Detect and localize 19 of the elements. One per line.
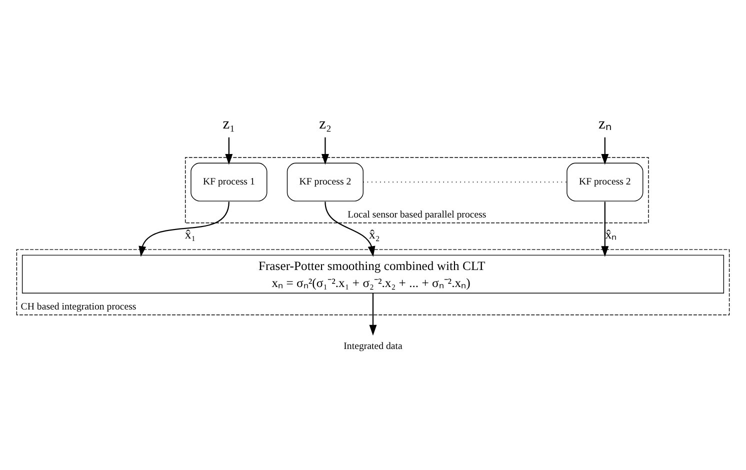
connector (362, 181, 568, 182)
node-box: Fraser-Potter smoothing combined with CLT xₙ = σₙ²(σ₁⁻².x₁ + σ₂⁻².x₂ + ... + σₙ⁻².xₙ) (22, 254, 724, 293)
arrow (369, 292, 377, 336)
arrow (601, 136, 609, 164)
edge-label: x̂ₙ (605, 227, 617, 242)
arrow (138, 201, 230, 256)
edge-label: x̂₁ (184, 227, 196, 242)
node-text: z₂ (319, 114, 332, 132)
arrow (321, 136, 329, 164)
node-box: KF process 2 (286, 162, 364, 201)
node-text: Integrated data (344, 340, 402, 352)
edge-label: x̂₂ (369, 227, 380, 242)
node-text: z₁ (222, 114, 236, 132)
node-box: KF process 2 (566, 162, 644, 201)
arrow (225, 136, 233, 164)
node-box: KF process 1 (190, 162, 268, 201)
arrow (601, 201, 609, 256)
arrow (324, 201, 376, 256)
node-text: zₙ (598, 114, 612, 132)
